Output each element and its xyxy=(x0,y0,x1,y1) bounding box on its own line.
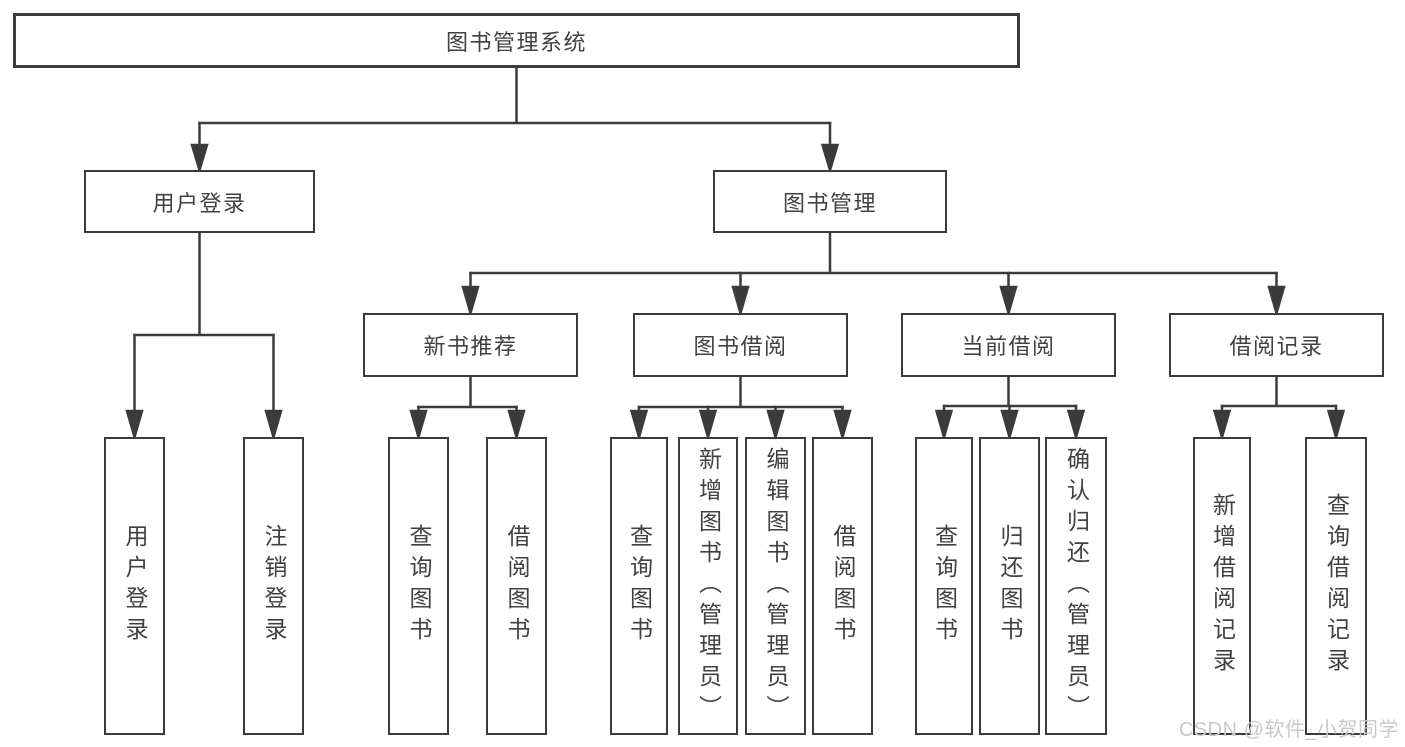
node-book-borrow-label: 图书借阅 xyxy=(693,334,788,359)
leaf-return-books: 归还图书 xyxy=(979,437,1040,735)
leaf-query-books-borrow-label: 查询图书 xyxy=(626,524,653,648)
leaf-borrow-books-recommend: 借阅图书 xyxy=(486,437,547,735)
connector-current-borrow-children xyxy=(934,377,1086,442)
leaf-edit-book-admin: 编辑图书（管理员） xyxy=(745,437,806,735)
connector-user-login-children xyxy=(125,233,283,442)
leaf-query-books-recommend: 查询图书 xyxy=(388,437,449,735)
node-library-management-system-label: 图书管理系统 xyxy=(445,29,587,55)
node-user-login-branch: 用户登录 xyxy=(84,170,315,233)
node-book-management-label: 图书管理 xyxy=(782,190,877,216)
leaf-edit-book-admin-label: 编辑图书（管理员） xyxy=(763,446,789,726)
connector-book-management-children xyxy=(461,233,1286,318)
node-library-management-system: 图书管理系统 xyxy=(13,13,1020,68)
leaf-query-books-borrow: 查询图书 xyxy=(610,437,668,735)
connector-root-to-level2 xyxy=(190,68,840,175)
leaf-add-borrow-record: 新增借阅记录 xyxy=(1193,437,1251,735)
node-borrow-records: 借阅记录 xyxy=(1169,313,1384,377)
node-borrow-records-label: 借阅记录 xyxy=(1229,334,1324,359)
leaf-query-books-recommend-label: 查询图书 xyxy=(406,524,432,648)
leaf-confirm-return-admin: 确认归还（管理员） xyxy=(1045,437,1107,735)
leaf-confirm-return-admin-label: 确认归还（管理员） xyxy=(1063,446,1090,726)
leaf-query-books-current: 查询图书 xyxy=(915,437,973,735)
leaf-logout-label: 注销登录 xyxy=(261,524,287,648)
connector-borrow-records-children xyxy=(1212,377,1346,442)
leaf-return-books-label: 归还图书 xyxy=(997,524,1023,648)
node-user-login-branch-label: 用户登录 xyxy=(152,190,247,216)
leaf-borrow-books-borrow: 借阅图书 xyxy=(812,437,873,735)
connector-book-borrow-children xyxy=(629,377,852,442)
leaf-user-login: 用户登录 xyxy=(104,437,165,735)
leaf-query-books-current-label: 查询图书 xyxy=(931,524,958,648)
leaf-borrow-books-borrow-label: 借阅图书 xyxy=(830,524,856,648)
csdn-watermark: CSDN @软件_小贺同学 xyxy=(1178,719,1399,741)
node-current-borrow-label: 当前借阅 xyxy=(961,334,1056,359)
leaf-add-book-admin-label: 新增图书（管理员） xyxy=(695,446,722,726)
leaf-add-borrow-record-label: 新增借阅记录 xyxy=(1209,493,1236,679)
leaf-user-login-label: 用户登录 xyxy=(122,524,148,648)
leaf-query-borrow-record-label: 查询借阅记录 xyxy=(1323,493,1350,679)
node-new-book-recommend-label: 新书推荐 xyxy=(423,334,518,359)
leaf-query-borrow-record: 查询借阅记录 xyxy=(1305,437,1367,735)
connector-new-book-recommend-children xyxy=(409,377,526,442)
node-book-management: 图书管理 xyxy=(713,170,947,233)
leaf-borrow-books-recommend-label: 借阅图书 xyxy=(504,524,530,648)
leaf-logout: 注销登录 xyxy=(243,437,304,735)
node-book-borrow: 图书借阅 xyxy=(633,313,848,377)
leaf-add-book-admin: 新增图书（管理员） xyxy=(678,437,738,735)
node-new-book-recommend: 新书推荐 xyxy=(363,313,578,377)
node-current-borrow: 当前借阅 xyxy=(901,313,1116,377)
